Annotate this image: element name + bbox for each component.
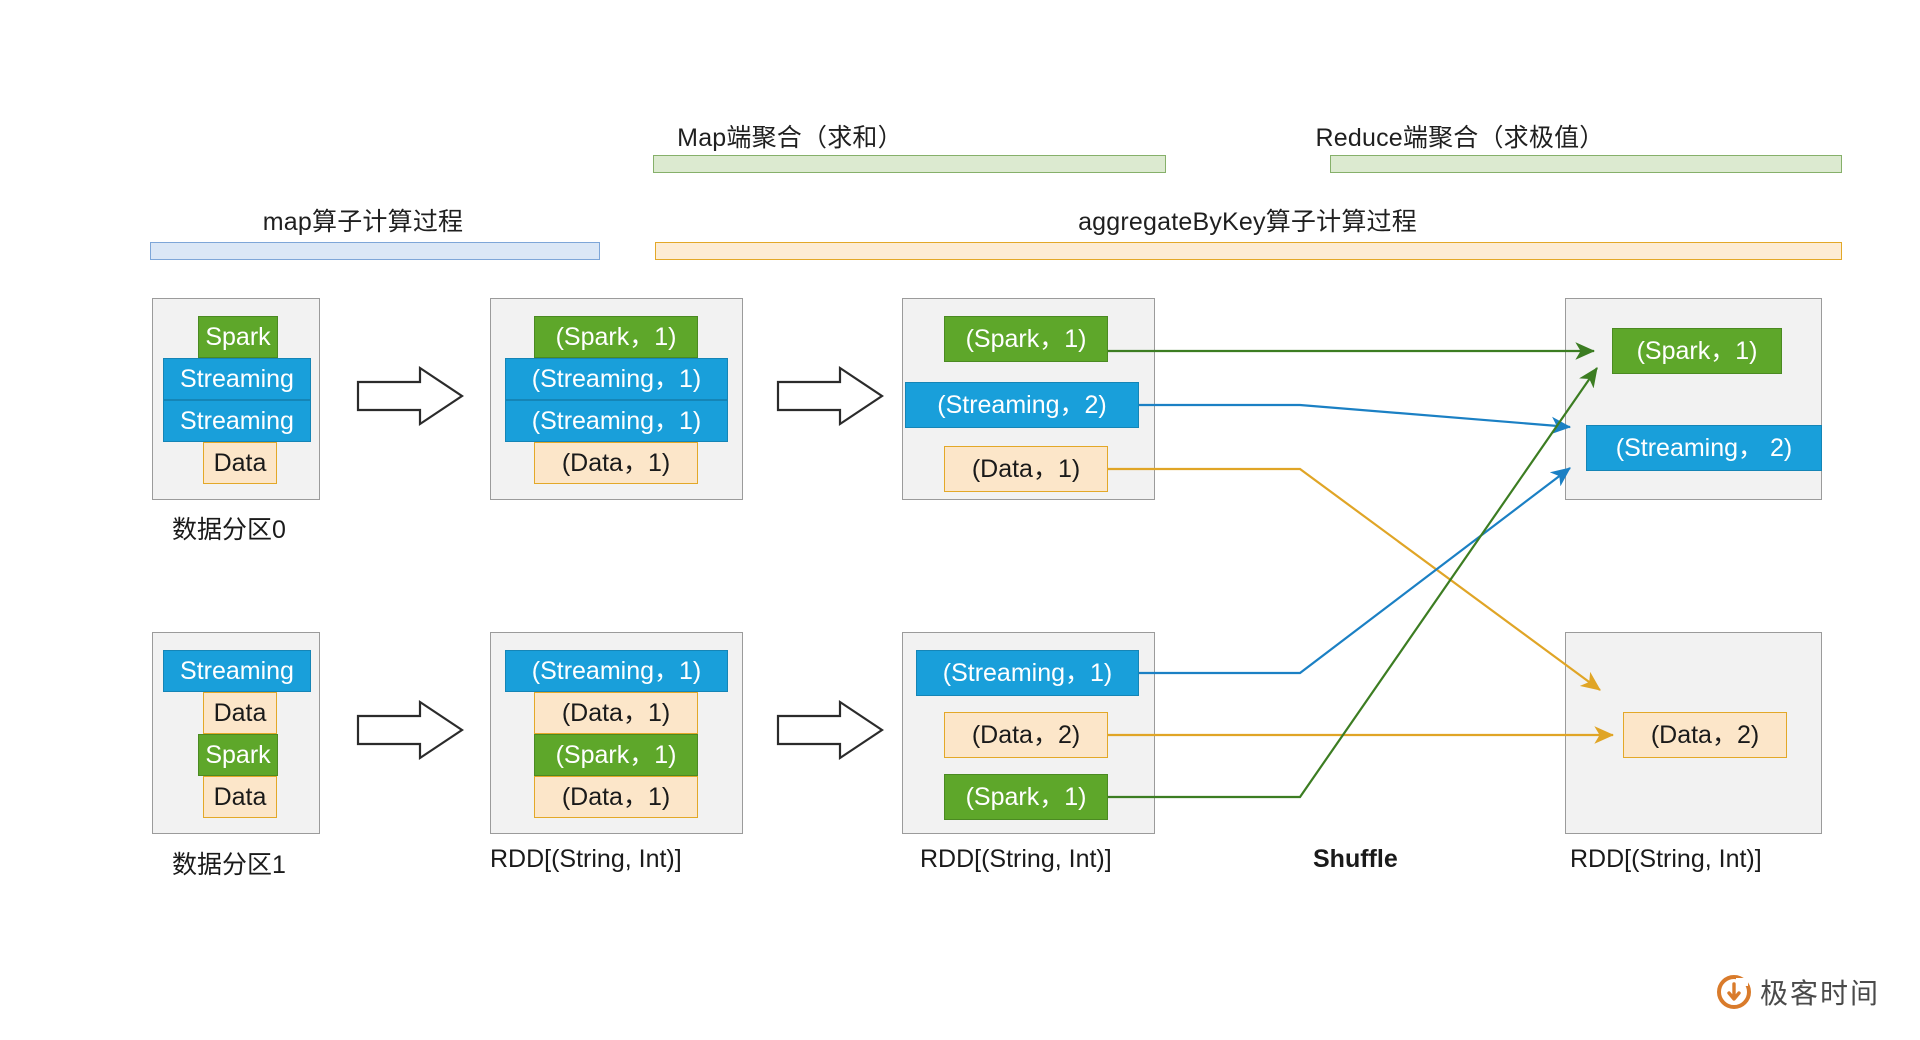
caption-source-bottom: 数据分区1 bbox=[172, 851, 286, 879]
chip-source-top-3: Data bbox=[203, 442, 277, 484]
chip-reduceagg-top-0: (Spark，1) bbox=[1612, 328, 1782, 374]
chip-reduceagg-top-1: (Streaming， 2) bbox=[1586, 425, 1822, 471]
chip-mapagg-top-1: (Streaming，2) bbox=[905, 382, 1139, 428]
phase-bar-map bbox=[150, 242, 600, 260]
phase-label-reduce-side-aggregation: Reduce端聚合（求极值） bbox=[1315, 124, 1605, 152]
chip-mapped-top-1: (Streaming，1) bbox=[505, 358, 728, 400]
caption-shuffle: Shuffle bbox=[1313, 845, 1398, 873]
block-arrow-agg-top bbox=[776, 365, 884, 427]
chip-mapped-top-0: (Spark，1) bbox=[534, 316, 698, 358]
chip-mapped-top-3: (Data，1) bbox=[534, 442, 698, 484]
chip-mapped-bottom-2: (Spark，1) bbox=[534, 734, 698, 776]
shuffle-wire-data-p0 bbox=[1108, 467, 1601, 691]
chip-mapagg-top-2: (Data，1) bbox=[944, 446, 1108, 492]
chip-source-bottom-3: Data bbox=[203, 776, 277, 818]
chip-mapped-bottom-0: (Streaming，1) bbox=[505, 650, 728, 692]
watermark: 极客时间 bbox=[1716, 972, 1880, 1012]
shuffle-wire-streaming-p1 bbox=[1139, 467, 1571, 675]
chip-source-bottom-1: Data bbox=[203, 692, 277, 734]
chip-mapagg-top-0: (Spark，1) bbox=[944, 316, 1108, 362]
chip-source-top-2: Streaming bbox=[163, 400, 311, 442]
shuffle-wire-streaming-p0 bbox=[1139, 403, 1572, 435]
chip-reduceagg-bottom-0: (Data，2) bbox=[1623, 712, 1787, 758]
chip-mapagg-bottom-1: (Data，2) bbox=[944, 712, 1108, 758]
chip-mapagg-bottom-2: (Spark，1) bbox=[944, 774, 1108, 820]
block-arrow-map-top bbox=[356, 365, 464, 427]
caption-mapagg-bottom: RDD[(String, Int)] bbox=[920, 845, 1112, 873]
phase-label-aggregatebykey: aggregateByKey算子计算过程 bbox=[1078, 208, 1417, 236]
shuffle-wire-spark-p1 bbox=[1108, 367, 1598, 799]
chip-source-top-0: Spark bbox=[198, 316, 278, 358]
caption-source-top: 数据分区0 bbox=[172, 516, 286, 544]
phase-bar-aggregatebykey bbox=[655, 242, 1842, 260]
chip-mapped-bottom-1: (Data，1) bbox=[534, 692, 698, 734]
chip-source-bottom-2: Spark bbox=[198, 734, 278, 776]
chip-mapped-top-2: (Streaming，1) bbox=[505, 400, 728, 442]
watermark-text: 极客时间 bbox=[1759, 978, 1880, 1009]
block-arrow-agg-bottom bbox=[776, 699, 884, 761]
chip-source-top-1: Streaming bbox=[163, 358, 311, 400]
phase-label-map: map算子计算过程 bbox=[262, 208, 464, 236]
geektime-logo-icon bbox=[1716, 975, 1751, 1009]
caption-reduceagg-bottom: RDD[(String, Int)] bbox=[1570, 845, 1762, 873]
chip-mapped-bottom-3: (Data，1) bbox=[534, 776, 698, 818]
phase-label-map-side-aggregation: Map端聚合（求和） bbox=[677, 124, 903, 152]
phase-bar-reduce-side-aggregation bbox=[1330, 155, 1842, 173]
chip-source-bottom-0: Streaming bbox=[163, 650, 311, 692]
phase-bar-map-side-aggregation bbox=[653, 155, 1166, 173]
caption-mapped-bottom: RDD[(String, Int)] bbox=[490, 845, 682, 873]
chip-mapagg-bottom-0: (Streaming，1) bbox=[916, 650, 1139, 696]
block-arrow-map-bottom bbox=[356, 699, 464, 761]
